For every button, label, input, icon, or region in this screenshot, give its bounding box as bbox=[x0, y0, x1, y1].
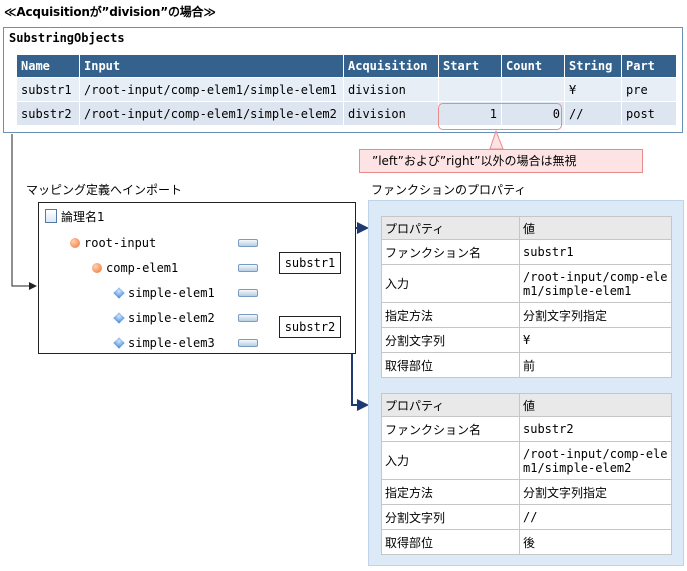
properties-table-substr1: プロパティ 値 ファンクション名 substr1 入力 /root-input/… bbox=[381, 216, 672, 378]
property-name: 入力 bbox=[381, 441, 520, 480]
cell-string: // bbox=[564, 101, 622, 126]
property-value: substr2 bbox=[519, 416, 672, 442]
import-arrow bbox=[11, 134, 37, 290]
ignore-note: ”left”および”right”以外の場合は無視 bbox=[359, 149, 643, 173]
leaf-node-icon bbox=[113, 287, 125, 299]
function-substr1[interactable]: substr1 bbox=[279, 252, 341, 274]
leaf-node-icon bbox=[113, 312, 125, 324]
page-title: ≪Acquisitionが”division”の場合≫ bbox=[4, 5, 216, 19]
property-value: 分割文字列指定 bbox=[519, 479, 672, 505]
table-row: ファンクション名 substr2 bbox=[381, 416, 672, 442]
col-header-input: Input bbox=[79, 54, 344, 78]
node-label: simple-elem3 bbox=[128, 336, 215, 350]
property-name: 分割文字列 bbox=[381, 327, 520, 353]
property-name: 指定方法 bbox=[381, 302, 520, 328]
port-comp-elem1[interactable] bbox=[238, 264, 258, 272]
cell-input: /root-input/comp-elem1/simple-elem1 bbox=[79, 77, 344, 102]
cell-start bbox=[438, 77, 502, 102]
leaf-node-icon bbox=[113, 337, 125, 349]
col-header-value: 値 bbox=[519, 393, 672, 417]
substring-objects-table: Name Input Acquisition Start Count Strin… bbox=[16, 54, 677, 126]
property-value: 後 bbox=[519, 529, 672, 555]
function-substr2[interactable]: substr2 bbox=[279, 316, 341, 338]
node-label: root-input bbox=[84, 236, 157, 250]
col-header-property: プロパティ bbox=[381, 216, 520, 240]
cell-string: ¥ bbox=[564, 77, 622, 102]
property-name: ファンクション名 bbox=[381, 239, 520, 265]
property-value: ¥ bbox=[519, 327, 672, 353]
cell-acquisition: division bbox=[343, 77, 439, 102]
table-row: 指定方法 分割文字列指定 bbox=[381, 302, 672, 328]
property-value: /root-input/comp-elem1/simple-elem1 bbox=[519, 264, 672, 303]
table-row: substr2 /root-input/comp-elem1/simple-el… bbox=[16, 101, 677, 126]
tree-node-simple-elem2[interactable]: simple-elem2 bbox=[113, 311, 215, 325]
port-simple-elem3[interactable] bbox=[238, 339, 258, 347]
callout-pointer bbox=[489, 129, 504, 150]
property-name: 取得部位 bbox=[381, 352, 520, 378]
table-header-row: プロパティ 値 bbox=[381, 216, 672, 240]
col-header-string: String bbox=[564, 54, 622, 78]
element-node-icon bbox=[70, 238, 80, 248]
table-row: 取得部位 後 bbox=[381, 529, 672, 555]
cell-input: /root-input/comp-elem1/simple-elem2 bbox=[79, 101, 344, 126]
node-label: simple-elem2 bbox=[128, 311, 215, 325]
table-row: 分割文字列 ¥ bbox=[381, 327, 672, 353]
cell-part: post bbox=[621, 101, 677, 126]
port-root-input[interactable] bbox=[238, 239, 258, 247]
logical-name-label: 論理名1 bbox=[61, 210, 105, 224]
table-row: 入力 /root-input/comp-elem1/simple-elem1 bbox=[381, 264, 672, 303]
property-value: /root-input/comp-elem1/simple-elem2 bbox=[519, 441, 672, 480]
cell-start: 1 bbox=[438, 101, 502, 126]
property-name: 入力 bbox=[381, 264, 520, 303]
table-row: 分割文字列 // bbox=[381, 504, 672, 530]
logical-name-node[interactable]: 論理名1 bbox=[45, 208, 105, 225]
tree-node-simple-elem1[interactable]: simple-elem1 bbox=[113, 286, 215, 300]
table-row: ファンクション名 substr1 bbox=[381, 239, 672, 265]
property-name: ファンクション名 bbox=[381, 416, 520, 442]
substring-objects-title: SubstringObjects bbox=[9, 31, 125, 45]
mapping-section-label: マッピング定義へインポート bbox=[26, 183, 183, 197]
tree-node-comp-elem1[interactable]: comp-elem1 bbox=[92, 261, 178, 275]
property-name: 指定方法 bbox=[381, 479, 520, 505]
table-header-row: Name Input Acquisition Start Count Strin… bbox=[16, 54, 677, 78]
document-icon bbox=[45, 209, 57, 223]
property-name: 分割文字列 bbox=[381, 504, 520, 530]
properties-table-substr2: プロパティ 値 ファンクション名 substr2 入力 /root-input/… bbox=[381, 393, 672, 555]
cell-count: 0 bbox=[501, 101, 565, 126]
property-value: 分割文字列指定 bbox=[519, 302, 672, 328]
property-name: 取得部位 bbox=[381, 529, 520, 555]
node-label: comp-elem1 bbox=[106, 261, 179, 275]
cell-acquisition: division bbox=[343, 101, 439, 126]
col-header-acquisition: Acquisition bbox=[343, 54, 439, 78]
properties-section-label: ファンクションのプロパティ bbox=[371, 183, 527, 197]
start-count-highlight bbox=[438, 103, 562, 130]
port-simple-elem1[interactable] bbox=[238, 289, 258, 297]
element-node-icon bbox=[92, 263, 102, 273]
table-row: 指定方法 分割文字列指定 bbox=[381, 479, 672, 505]
table-header-row: プロパティ 値 bbox=[381, 393, 672, 417]
cell-count bbox=[501, 77, 565, 102]
col-header-property: プロパティ bbox=[381, 393, 520, 417]
cell-name: substr1 bbox=[16, 77, 80, 102]
node-label: simple-elem1 bbox=[128, 286, 215, 300]
table-row: 入力 /root-input/comp-elem1/simple-elem2 bbox=[381, 441, 672, 480]
table-row: substr1 /root-input/comp-elem1/simple-el… bbox=[16, 77, 677, 102]
cell-part: pre bbox=[621, 77, 677, 102]
property-value: substr1 bbox=[519, 239, 672, 265]
col-header-value: 値 bbox=[519, 216, 672, 240]
tree-node-root-input[interactable]: root-input bbox=[70, 236, 156, 250]
substring-objects-panel: SubstringObjects Name Input Acquisition … bbox=[3, 27, 683, 133]
tree-node-simple-elem3[interactable]: simple-elem3 bbox=[113, 336, 215, 350]
property-value: 前 bbox=[519, 352, 672, 378]
col-header-start: Start bbox=[438, 54, 502, 78]
table-row: 取得部位 前 bbox=[381, 352, 672, 378]
port-simple-elem2[interactable] bbox=[238, 314, 258, 322]
property-value: // bbox=[519, 504, 672, 530]
